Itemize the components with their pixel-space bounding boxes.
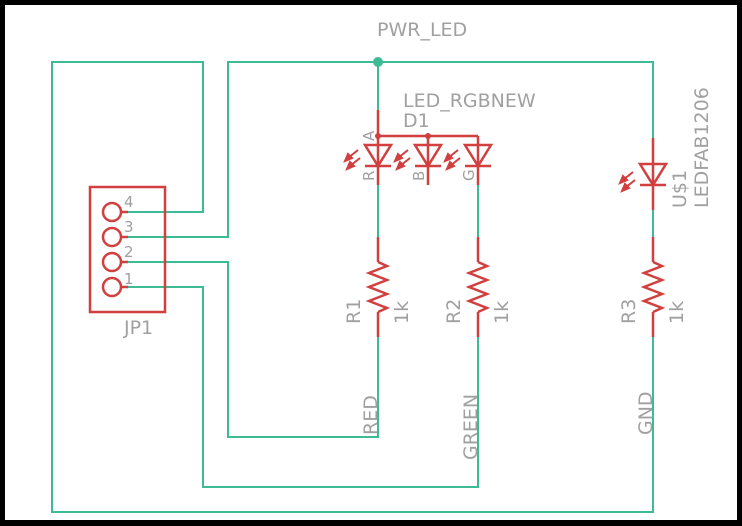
d1-pin-g: G: [460, 169, 478, 181]
r1-value: 1k: [391, 301, 413, 324]
r2-value: 1k: [491, 301, 513, 324]
wire-pin1-green[interactable]: [126, 286, 479, 488]
wire-pin4[interactable]: [51, 61, 654, 513]
jp1-pin-4: 4: [124, 193, 134, 211]
r2-resistor[interactable]: R2 1k: [443, 237, 513, 337]
r2-name: R2: [443, 299, 465, 324]
d1-pin-r: R: [360, 171, 378, 181]
us1-name: U$1: [669, 170, 691, 208]
net-label-green: GREEN: [460, 394, 482, 460]
d1-name: D1: [403, 110, 430, 132]
jp1-header[interactable]: 4 3 2 1 JP1: [88, 185, 167, 339]
jp1-pin-3: 3: [124, 218, 134, 236]
net-label-red: RED: [360, 395, 382, 435]
d1-pin-b: B: [410, 171, 428, 181]
r3-name: R3: [618, 299, 640, 324]
wire-pin3-pwr[interactable]: [126, 61, 654, 238]
r1-name: R1: [343, 299, 365, 324]
net-label-pwr-led: PWR_LED: [377, 19, 467, 41]
junction-dot: [373, 57, 383, 67]
d1-value: LED_RGBNEW: [403, 90, 536, 112]
schematic-canvas: 4 3 2 1 JP1 A R B G LED_RGBNEW: [5, 5, 737, 520]
r3-value: 1k: [666, 301, 688, 324]
r3-resistor[interactable]: R3 1k: [618, 237, 688, 337]
net-label-gnd: GND: [635, 391, 657, 435]
jp1-name: JP1: [123, 317, 153, 339]
d1-pin-a: A: [360, 130, 378, 141]
d1-rgb-led[interactable]: A R B G LED_RGBNEW D1: [343, 90, 536, 185]
us1-led[interactable]: U$1 LEDFAB1206: [618, 87, 713, 210]
wire-pin2-red[interactable]: [126, 261, 379, 438]
r1-resistor[interactable]: R1 1k: [343, 237, 413, 337]
jp1-pin-2: 2: [124, 243, 134, 261]
jp1-pin-1: 1: [124, 270, 134, 288]
wires: [51, 57, 654, 513]
us1-value: LEDFAB1206: [691, 87, 713, 208]
